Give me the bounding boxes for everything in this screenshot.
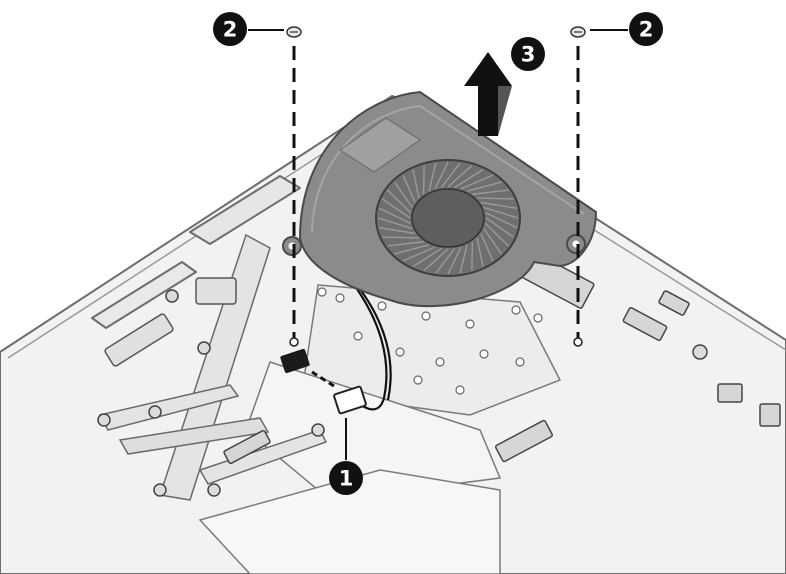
fan-screw-right [570,26,586,38]
fan-blade [477,197,514,200]
fan-blade [393,181,413,208]
fan-blade [460,174,494,190]
fan [282,90,598,308]
fan-screw-left [286,26,302,38]
fan-blade [378,226,416,235]
callout-2-right: 2 [629,12,663,46]
fan-blade [377,217,413,230]
heat-sink-plate [198,284,562,574]
fan-blade [428,162,437,192]
callout-number: 2 [223,18,238,42]
fan-blade [459,244,468,274]
chassis-screws [97,289,708,497]
fan-blade [378,207,411,225]
fan-blade [485,217,515,238]
fan-blade [480,233,494,262]
fan-blades [377,161,519,275]
callout-number: 3 [521,43,536,67]
callout-1: 1 [329,461,363,495]
heat-pipes [98,233,328,501]
fan-blade [386,189,412,214]
plate-holes [317,287,543,395]
callout-number: 1 [339,467,354,491]
fan-blade [412,169,420,199]
fan-connector [280,348,367,415]
fan-blade [454,168,484,189]
callout-number: 2 [639,18,654,42]
fan-blade [466,181,502,192]
fan-blade [402,174,416,203]
fan-hub [411,188,485,248]
fan-blade [381,198,411,219]
fan-blade [484,222,510,247]
fan-blade [483,228,503,255]
fan-blade [435,248,456,274]
fan-blade [447,246,462,275]
callout-3: 3 [511,37,545,71]
system-board-connectors [223,251,781,465]
fan-blade [485,211,518,229]
fan-blade [476,237,484,267]
fan-blade [472,189,509,195]
fan-blade [483,206,519,219]
fan-blade [423,248,449,272]
fan-blade [471,241,474,271]
fan-blade [434,161,449,190]
fan-blade [387,241,424,247]
up-arrow-icon [464,52,512,136]
fan-blade [422,165,425,195]
fan-blade [447,164,473,188]
fan-blade [394,244,430,255]
fan-blade [402,246,436,262]
fan-blade [440,162,461,188]
callout-2-left: 2 [213,12,247,46]
fan-label [339,117,421,173]
fan-blade [382,236,419,239]
fan-blade [480,201,518,210]
fan-blade [412,247,442,268]
hinge-bracket [104,277,237,367]
